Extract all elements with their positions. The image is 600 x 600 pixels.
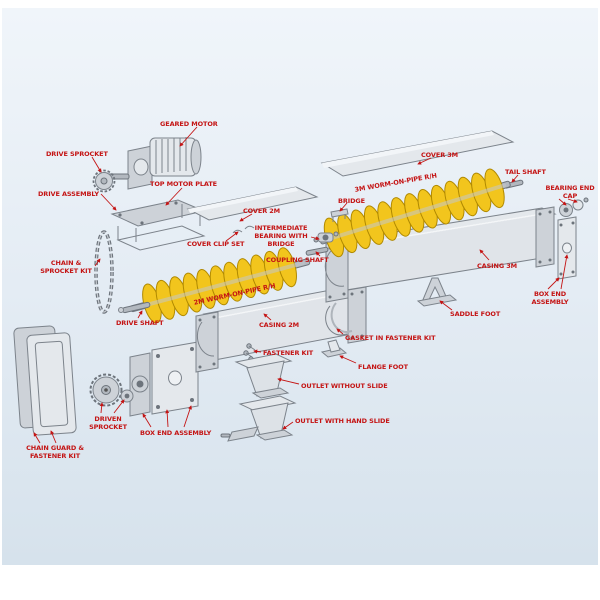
label-casing-3m: CASING 3M	[477, 262, 518, 270]
cover-2m-part	[186, 186, 319, 221]
label-fastener-kit: FASTENER KIT	[263, 349, 314, 357]
casing-2m-part	[195, 285, 367, 373]
worm-3m-part	[319, 168, 511, 258]
chain-part	[94, 230, 114, 314]
box-end-assembly-left-part	[129, 341, 199, 417]
label-flange-foot: FLANGE FOOT	[358, 363, 408, 371]
driven-sprocket-part	[89, 373, 134, 407]
worm-2m-part	[129, 247, 311, 324]
geared-motor-part	[106, 137, 202, 190]
outlet-without-slide-part	[234, 353, 293, 399]
cover-3m-part	[320, 130, 515, 177]
label-intermediate-bearing: INTERMEDIATE BEARING WITH BRIDGE	[254, 224, 308, 249]
label-top-motor-plate: TOP MOTOR PLATE	[150, 180, 218, 188]
label-cover-clip-set: COVER CLIP SET	[187, 240, 245, 248]
label-outlet-with-hand-slide: OUTLET WITH HAND SLIDE	[295, 417, 390, 425]
label-bridge: BRIDGE	[338, 197, 365, 205]
label-driven-sprocket: DRIVEN SPROCKET	[89, 415, 127, 432]
label-coupling-shaft: COUPLING SHAFT	[266, 256, 329, 264]
label-chain-guard-fastener-kit: CHAIN GUARD & FASTENER KIT	[26, 444, 84, 461]
outlet-with-hand-slide-part	[220, 395, 297, 442]
label-box-end-assembly-right: BOX END ASSEMBLY	[531, 290, 569, 307]
diagram-background	[2, 8, 598, 565]
label-outlet-without-slide: OUTLET WITHOUT SLIDE	[301, 382, 388, 390]
drive-assembly-frame-part	[116, 204, 206, 251]
label-chain-sprocket-kit: CHAIN & SPROCKET KIT	[40, 259, 92, 276]
label-drive-sprocket: DRIVE SPROCKET	[46, 150, 108, 158]
label-tail-shaft: TAIL SHAFT	[505, 168, 546, 176]
gasket-part	[325, 302, 353, 336]
flange-foot-part	[320, 339, 348, 358]
label-cover-2m: COVER 2M	[243, 207, 281, 215]
chain-guard-part	[13, 325, 77, 436]
label-saddle-foot: SADDLE FOOT	[450, 310, 501, 318]
saddle-foot-part	[416, 277, 458, 307]
label-drive-assembly: DRIVE ASSEMBLY	[38, 190, 99, 198]
drive-shaft-part	[118, 301, 151, 314]
label-cover-3m: COVER 3M	[421, 151, 459, 159]
label-box-end-assembly-left: BOX END ASSEMBLY	[140, 429, 212, 437]
leader-lines	[33, 126, 578, 444]
label-geared-motor: GEARED MOTOR	[160, 120, 218, 128]
box-end-assembly-right-part	[557, 216, 577, 280]
label-gasket-in-fastener-kit: GASKET IN FASTENER KIT	[345, 334, 436, 342]
label-drive-shaft: DRIVE SHAFT	[116, 319, 164, 327]
cover-clip-set-part	[232, 225, 255, 234]
label-bearing-end-cap: BEARING END CAP	[545, 184, 595, 201]
label-casing-2m: CASING 2M	[259, 321, 300, 329]
drive-sprocket-part	[92, 169, 116, 193]
